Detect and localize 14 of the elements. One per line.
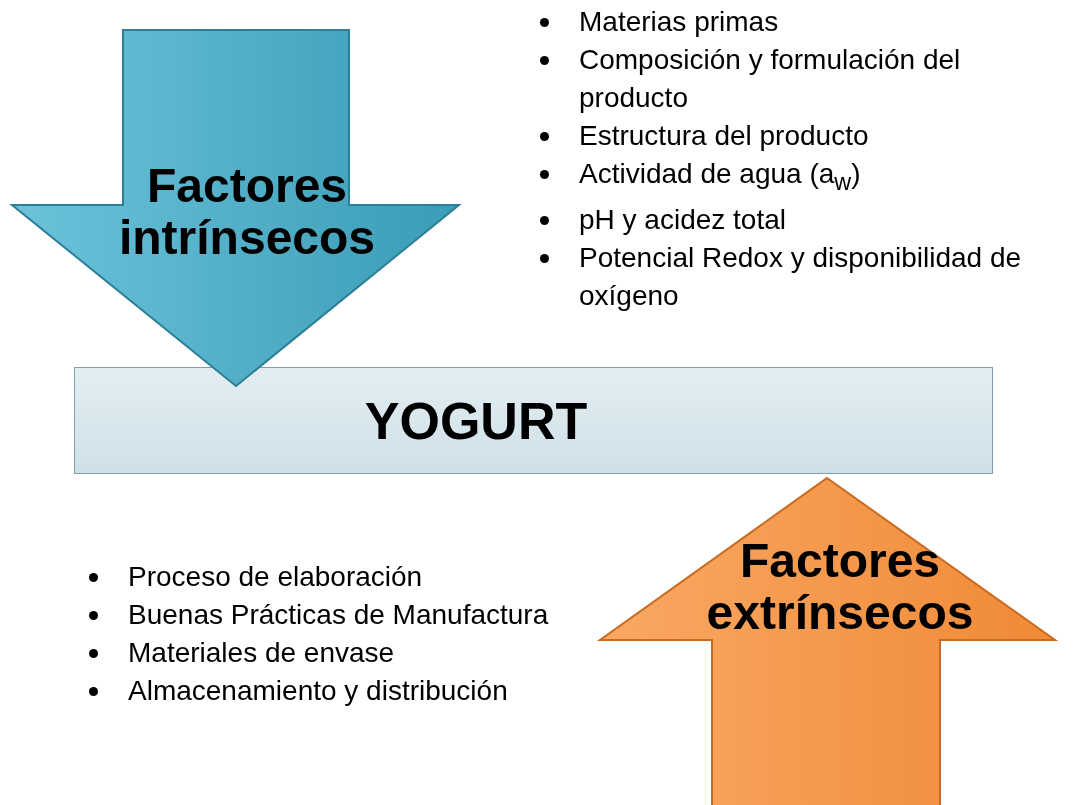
list-item: Composición y formulación del producto [579, 43, 962, 115]
arrow-label: Factores extrínsecos [705, 535, 975, 639]
list-item: Proceso de elaboración [128, 560, 423, 594]
list-item: Actividad de agua (a$_{w}$) [579, 157, 861, 197]
list-item: Materiales de envase [128, 636, 395, 670]
list-item: Potencial Redox y disponibilidad de oxígeno [579, 240, 1023, 313]
list-item: Estructura del producto [579, 119, 869, 153]
arrow-label: Factores intrínsecos [117, 160, 377, 264]
product-title: YOGURT [364, 390, 588, 451]
product-box [74, 367, 993, 474]
list-item: Buenas Prácticas de Manufactura [128, 598, 549, 632]
list-item: Almacenamiento y distribución [128, 674, 508, 708]
list-item: Materias primas [579, 5, 779, 39]
list-item: pH y acidez total [579, 202, 786, 237]
